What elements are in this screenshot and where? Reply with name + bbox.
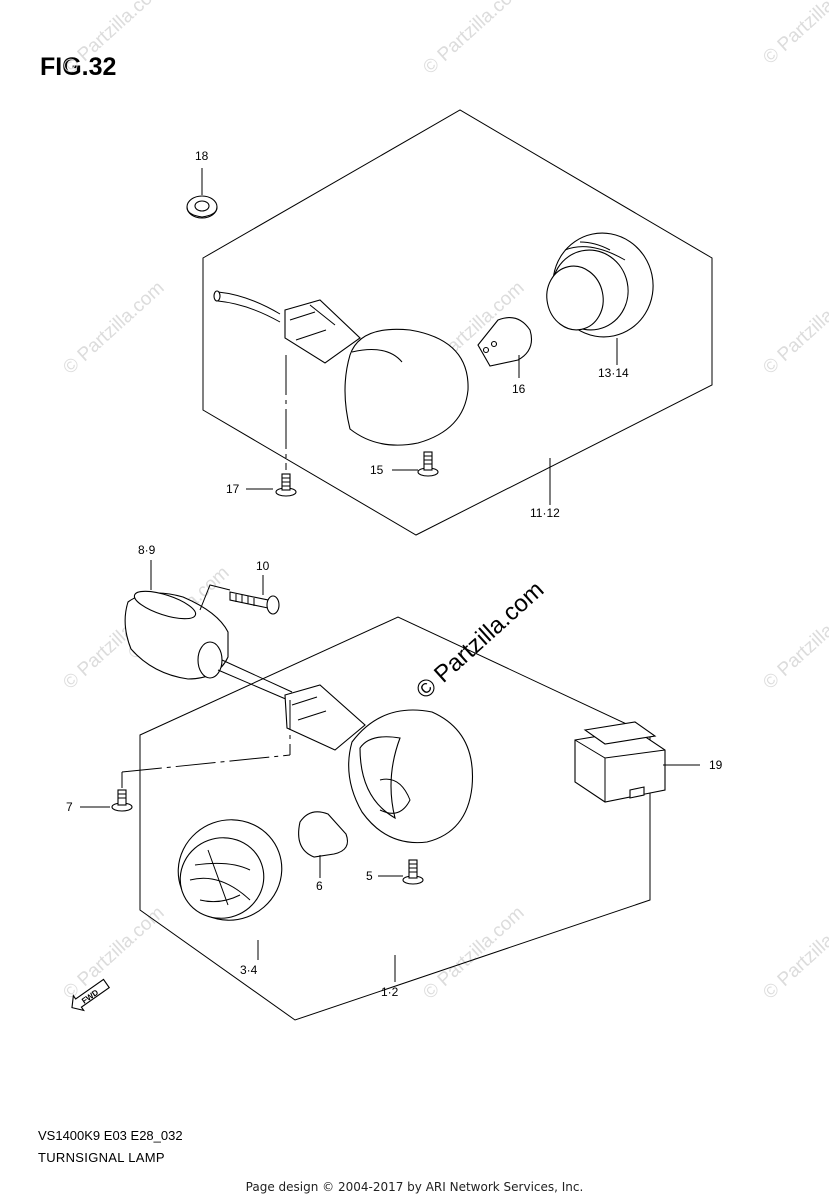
label-15: 15 bbox=[370, 463, 384, 477]
label-11-12: 11·12 bbox=[530, 506, 560, 520]
front-housing-1-2 bbox=[217, 659, 474, 844]
page-footer: Page design © 2004-2017 by ARI Network S… bbox=[245, 1180, 584, 1194]
watermark: © Partzilla.com bbox=[59, 277, 168, 378]
grommet-18 bbox=[186, 195, 218, 219]
watermark: © Partzilla.com bbox=[59, 0, 168, 79]
lower-assembly-outline bbox=[139, 616, 651, 1021]
upper-assembly-outline bbox=[202, 109, 713, 536]
figure-title: FIG.32 bbox=[40, 53, 117, 81]
screw-15 bbox=[417, 451, 439, 477]
label-17: 17 bbox=[226, 482, 240, 496]
bulb-6 bbox=[298, 811, 349, 858]
model-code: VS1400K9 E03 E28_032 bbox=[38, 1128, 183, 1143]
label-3-4: 3·4 bbox=[240, 963, 258, 977]
screw-7 bbox=[111, 789, 133, 812]
bolt-10 bbox=[229, 591, 280, 615]
relay-19 bbox=[574, 721, 666, 803]
bolt-axis-line bbox=[199, 584, 231, 611]
label-19: 19 bbox=[709, 758, 723, 772]
watermark: © Partzilla.com bbox=[759, 277, 829, 378]
watermark-layer: © Partzilla.com © Partzilla.com © Partzi… bbox=[59, 0, 829, 1004]
label-16: 16 bbox=[512, 382, 526, 396]
watermark: © Partzilla.com bbox=[759, 902, 829, 1003]
screw-5 bbox=[402, 859, 424, 885]
watermark-main: © Partzilla.com bbox=[411, 576, 549, 704]
lower-leader-lines bbox=[80, 560, 700, 982]
watermark: © Partzilla.com bbox=[419, 0, 528, 79]
bulb-16 bbox=[477, 317, 533, 367]
label-18: 18 bbox=[195, 149, 209, 163]
watermark: © Partzilla.com bbox=[59, 902, 168, 1003]
label-7: 7 bbox=[66, 800, 73, 814]
label-10: 10 bbox=[256, 559, 270, 573]
bracket-8-9 bbox=[124, 590, 229, 680]
rear-housing-11-12 bbox=[213, 290, 469, 446]
lens-13-14 bbox=[546, 232, 654, 338]
label-8-9: 8·9 bbox=[138, 543, 156, 557]
lens-3-4 bbox=[177, 819, 283, 921]
watermark: © Partzilla.com bbox=[419, 902, 528, 1003]
screw-17 bbox=[275, 473, 297, 497]
label-1-2: 1·2 bbox=[381, 985, 399, 999]
watermark: © Partzilla.com bbox=[759, 0, 829, 69]
part-labels: 18 13·14 16 15 17 11·12 8·9 10 19 7 6 5 … bbox=[66, 149, 723, 999]
watermark: © Partzilla.com bbox=[759, 592, 829, 693]
upper-leader-lines bbox=[201, 168, 618, 505]
label-6: 6 bbox=[316, 879, 323, 893]
figure-description: TURNSIGNAL LAMP bbox=[38, 1150, 165, 1165]
label-5: 5 bbox=[366, 869, 373, 883]
label-13-14: 13·14 bbox=[598, 366, 629, 380]
